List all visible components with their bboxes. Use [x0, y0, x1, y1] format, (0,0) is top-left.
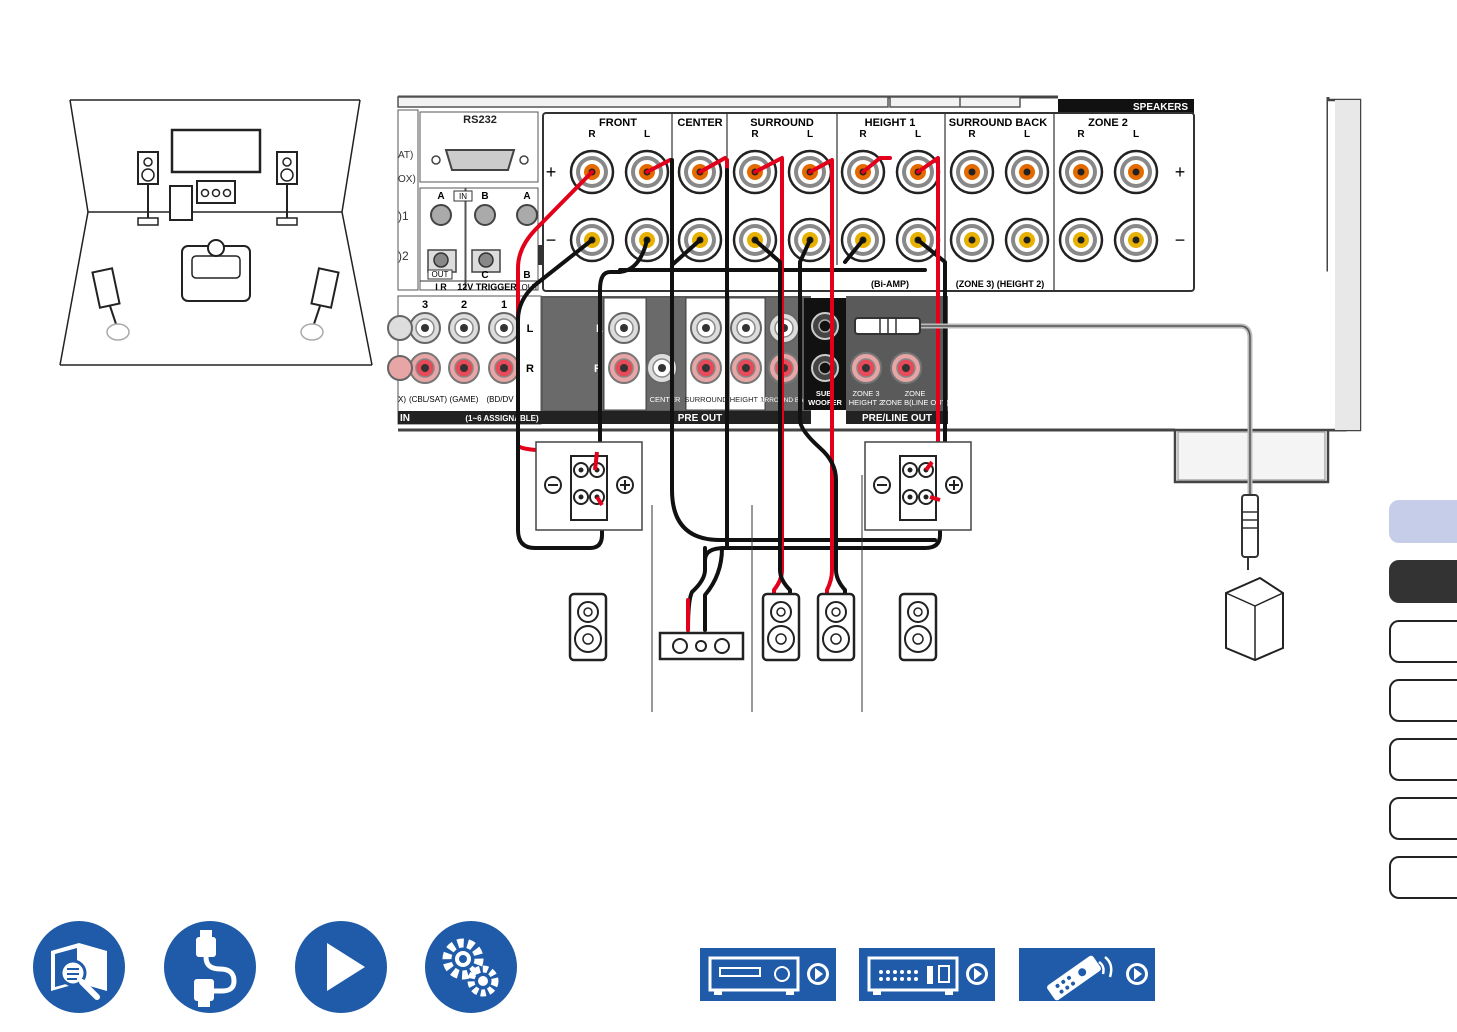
- front-panel-link[interactable]: [700, 948, 836, 1001]
- l-label: L: [1133, 129, 1139, 140]
- group-label-front: FRONT: [599, 117, 637, 129]
- rear-panel-icon: [867, 956, 988, 995]
- r-label: R: [859, 129, 867, 140]
- group-label-height1: HEIGHT 1: [865, 117, 916, 129]
- in-label: IN: [400, 413, 410, 424]
- group-label-surround: SURROUND: [750, 117, 814, 129]
- subwoofer-label: SUB-WOOFER: [808, 389, 842, 407]
- subwoofer-cable: [854, 317, 1259, 570]
- trigger-a-label: A: [523, 191, 530, 202]
- in-source: X): [398, 395, 406, 404]
- bi-amp-label: (Bi-AMP): [871, 279, 909, 289]
- front-panel-icon: [708, 956, 829, 995]
- minus-label: −: [1175, 230, 1186, 250]
- trigger-label: 12V TRIGGER: [457, 282, 517, 292]
- minus-label: −: [546, 230, 557, 250]
- side-tab[interactable]: [1389, 620, 1457, 663]
- rs232-label: RS232: [463, 114, 497, 126]
- playback-button[interactable]: [295, 921, 387, 1013]
- l-label: L: [807, 129, 813, 140]
- setup-button[interactable]: [425, 921, 517, 1013]
- left-edge-label: )2: [398, 249, 409, 263]
- assign-label: (1~6 ASSIGNABLE): [465, 414, 539, 423]
- in-source: (BD/DV: [486, 395, 514, 404]
- pre-line-out-label: PRE/LINE OUT: [862, 413, 932, 424]
- ir-in-label: IN: [459, 192, 467, 201]
- ir-out-label: OUT: [432, 270, 449, 279]
- ir-a-label: A: [437, 191, 444, 202]
- l-label: L: [1024, 129, 1030, 140]
- front-right-terminal: [535, 441, 643, 531]
- speaker-wires: [516, 156, 947, 632]
- r-label: R: [751, 129, 759, 140]
- group-label-surround-back: SURROUND BACK: [949, 117, 1047, 129]
- r-label: R: [1077, 129, 1085, 140]
- front-left-terminal: [864, 441, 972, 531]
- in-number: 3: [422, 299, 428, 311]
- pre-out-jack-label: CENTER: [650, 395, 681, 404]
- ir-b-label: B: [481, 191, 488, 202]
- subwoofer: [1225, 576, 1284, 662]
- side-tab[interactable]: [1389, 856, 1457, 899]
- contents-icon: [51, 943, 107, 1000]
- receiver-rear-panel: AT) OX) )1 )2 RS232 A IN B A OUT C B I R…: [387, 95, 1362, 484]
- zone3-height2-label: (ZONE 3) (HEIGHT 2): [956, 279, 1045, 289]
- pre-out-jack-label: SURROUND: [684, 395, 728, 404]
- remote-icon: [1047, 955, 1148, 1001]
- in-r-label: R: [526, 363, 534, 375]
- front-right-speaker: [568, 592, 608, 662]
- surround-right-speaker: [761, 592, 801, 662]
- surround-left-speaker: [816, 592, 856, 662]
- in-number: 1: [501, 299, 507, 311]
- connections-button[interactable]: [164, 921, 256, 1013]
- l-label: L: [915, 129, 921, 140]
- front-left-speaker: [898, 592, 938, 662]
- plus-label: +: [546, 162, 557, 182]
- rear-panel-link[interactable]: [859, 948, 995, 1001]
- speakers-header: SPEAKERS: [1133, 102, 1188, 113]
- left-edge-label: OX): [398, 174, 416, 185]
- pre-out-jack-label: FRONT: [612, 395, 638, 404]
- in-source: (GAME): [450, 395, 479, 404]
- in-l-label: L: [527, 323, 534, 335]
- side-tab-dark[interactable]: [1389, 560, 1457, 603]
- room-layout-illustration: [59, 99, 373, 366]
- pre-out-jack-label: SURROUND BACK: [755, 397, 813, 404]
- remote-link[interactable]: [1019, 948, 1155, 1001]
- side-tab-active[interactable]: [1389, 500, 1457, 543]
- side-tab[interactable]: [1389, 679, 1457, 722]
- left-edge-label: AT): [398, 150, 413, 161]
- ir-label: I R: [435, 282, 447, 292]
- side-tab[interactable]: [1389, 738, 1457, 781]
- in-source: (CBL/SAT): [409, 395, 447, 404]
- contents-button[interactable]: [33, 921, 125, 1013]
- connections-icon: [194, 930, 237, 1007]
- pre-out-jack-label: HEIGHT 1: [730, 395, 764, 404]
- r-label: R: [968, 129, 976, 140]
- r-label: R: [588, 129, 596, 140]
- group-label-zone2: ZONE 2: [1088, 117, 1128, 129]
- left-edge-label: )1: [398, 209, 409, 223]
- side-tab[interactable]: [1389, 797, 1457, 840]
- playback-icon: [327, 943, 365, 991]
- setup-icon: [442, 938, 499, 997]
- pre-out-label: PRE OUT: [678, 413, 722, 424]
- center-speaker: [658, 631, 745, 661]
- trigger-c-label: C: [481, 270, 488, 281]
- plus-label: +: [1175, 162, 1186, 182]
- in-number: 2: [461, 299, 467, 311]
- trigger-b-label: B: [523, 270, 530, 281]
- group-label-center: CENTER: [677, 117, 722, 129]
- l-label: L: [644, 129, 650, 140]
